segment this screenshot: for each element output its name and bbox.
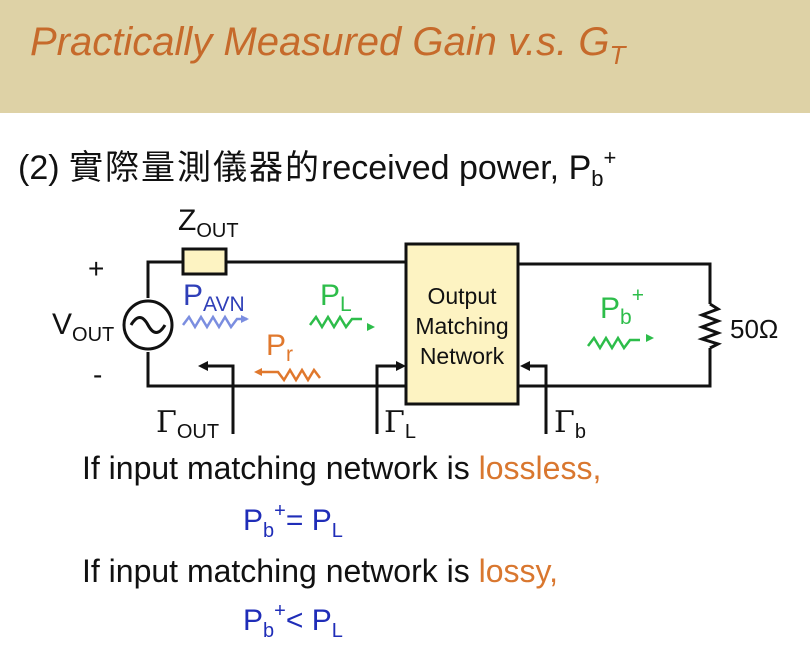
pl-wave-icon bbox=[309, 314, 362, 330]
pl-arrowhead bbox=[367, 323, 375, 331]
resistor-zigzag bbox=[697, 302, 723, 350]
box-label-line1: Output bbox=[427, 283, 497, 309]
wire-bottom-right-section bbox=[518, 348, 712, 388]
gamma-out-label: ΓOUT bbox=[156, 405, 219, 443]
eq2-p2: P bbox=[311, 604, 332, 637]
arrow-gamma-out bbox=[198, 361, 208, 371]
gamma-out-subscript: OUT bbox=[177, 421, 219, 443]
statement-lossless-accent: lossless, bbox=[478, 450, 602, 486]
pb-subscript: b bbox=[620, 306, 632, 329]
circuit-wires bbox=[146, 260, 723, 434]
pb-label: Pb+ bbox=[600, 284, 644, 329]
pl-subscript: L bbox=[340, 293, 352, 316]
eq1-p1: P bbox=[243, 504, 264, 537]
statement-lossless: If input matching network is lossless, bbox=[82, 450, 601, 487]
arrow-gamma-l bbox=[396, 361, 406, 371]
pb-main: P bbox=[600, 292, 620, 325]
pr-arrowhead bbox=[254, 368, 262, 376]
gamma-l-label: ΓL bbox=[384, 405, 416, 443]
title-bar: Practically Measured Gain v.s. GT bbox=[0, 0, 810, 113]
zout-label: ZOUT bbox=[178, 204, 239, 242]
gamma-out-ref-line bbox=[204, 364, 235, 434]
pavn-subscript: AVN bbox=[203, 293, 245, 316]
box-label-line3: Network bbox=[420, 343, 505, 369]
sine-wave-icon bbox=[129, 316, 167, 334]
heading-superscript: + bbox=[603, 145, 617, 170]
eq2-sub1: b bbox=[263, 620, 275, 642]
pb-superscript: + bbox=[632, 284, 644, 307]
zout-block bbox=[181, 247, 228, 276]
gamma-l-ref-line bbox=[375, 364, 400, 434]
pl-main: P bbox=[320, 279, 340, 312]
statement-lossy-accent: lossy, bbox=[478, 553, 559, 589]
pl-label: PL bbox=[320, 279, 352, 316]
output-matching-network-box bbox=[404, 242, 520, 406]
wire-top-right-section bbox=[518, 262, 712, 304]
arrow-gamma-b bbox=[520, 361, 530, 371]
pavn-main: P bbox=[183, 279, 203, 312]
eq1-sup1: + bbox=[274, 500, 286, 522]
wire-bottom-left-section bbox=[146, 352, 406, 388]
gamma-out-main: Γ bbox=[156, 405, 177, 440]
statement-lossless-text: If input matching network is bbox=[82, 450, 479, 486]
section-heading: (2) 實際量測儀器的received power, Pb+ bbox=[18, 140, 616, 192]
zout-subscript: OUT bbox=[196, 220, 238, 242]
eq2-operator: < bbox=[285, 604, 312, 637]
pb-arrowhead bbox=[646, 334, 654, 342]
heading-subscript: b bbox=[591, 166, 604, 191]
statement-lossy-text: If input matching network is bbox=[82, 553, 479, 589]
gamma-l-subscript: L bbox=[405, 421, 416, 443]
eq1-sub2: L bbox=[331, 520, 343, 542]
wire-left-top bbox=[146, 260, 183, 298]
pr-main: P bbox=[266, 329, 286, 362]
heading-cjk-text: 實際量測儀器的 bbox=[69, 148, 321, 188]
pr-label: Pr bbox=[266, 329, 293, 366]
minus-sign: - bbox=[93, 359, 102, 390]
gamma-b-subscript: b bbox=[575, 421, 586, 443]
equation-lossy: Pb+< PL bbox=[243, 600, 343, 643]
zout-main: Z bbox=[178, 204, 196, 237]
gamma-b-label: Γb bbox=[554, 405, 586, 443]
vout-label: VOUT bbox=[52, 308, 114, 346]
equation-lossless: Pb+= PL bbox=[243, 500, 343, 543]
vout-subscript: OUT bbox=[72, 324, 114, 346]
gamma-l-main: Γ bbox=[384, 405, 405, 440]
pavn-arrowhead bbox=[241, 315, 249, 323]
eq2-p1: P bbox=[243, 604, 264, 637]
page-title: Practically Measured Gain v.s. GT bbox=[30, 20, 625, 71]
eq1-operator: = bbox=[285, 504, 312, 537]
eq1-p2: P bbox=[311, 504, 332, 537]
box-label-line2: Matching bbox=[415, 313, 508, 339]
heading-text: received power, P bbox=[321, 149, 592, 187]
eq1-sub1: b bbox=[263, 520, 275, 542]
statement-lossy: If input matching network is lossy, bbox=[82, 553, 558, 590]
pr-subscript: r bbox=[286, 343, 293, 366]
load-resistor-label: 50Ω bbox=[730, 314, 778, 344]
title-subscript: T bbox=[609, 40, 626, 70]
pb-wave-icon bbox=[587, 335, 640, 351]
pavn-label: PAVN bbox=[183, 279, 245, 316]
eq2-sup1: + bbox=[274, 600, 286, 622]
plus-sign: + bbox=[88, 253, 104, 284]
gamma-b-ref-line bbox=[526, 364, 548, 434]
pavn-wave-icon bbox=[182, 314, 247, 330]
eq2-sub2: L bbox=[331, 620, 343, 642]
heading-number: (2) bbox=[18, 149, 69, 187]
title-text: Practically Measured Gain v.s. G bbox=[30, 20, 610, 64]
pr-wave-icon bbox=[260, 367, 321, 383]
gamma-b-main: Γ bbox=[554, 405, 575, 440]
vout-main: V bbox=[52, 308, 72, 341]
arrowheads bbox=[198, 361, 530, 371]
